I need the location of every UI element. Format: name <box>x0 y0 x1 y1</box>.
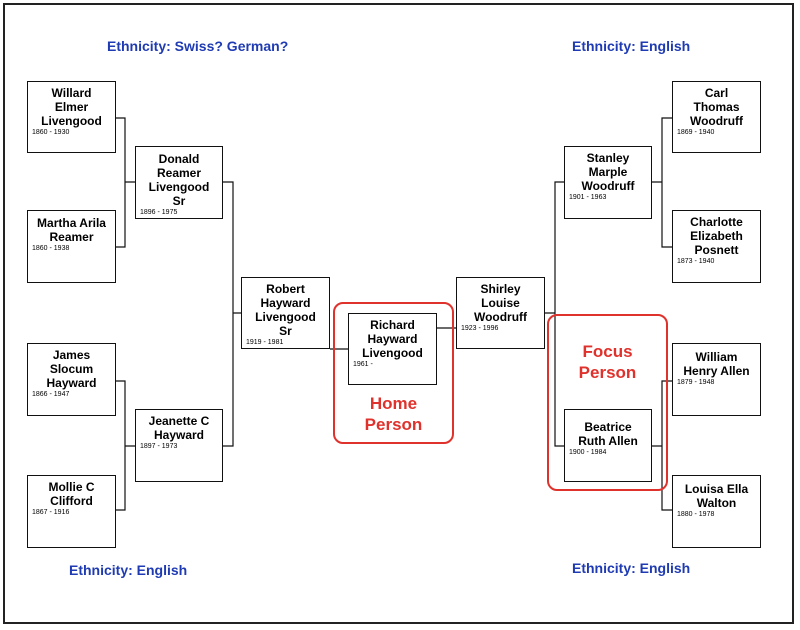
person-card-richard[interactable]: Richard Hayward Livengood 1961 - <box>348 313 437 385</box>
home-person-highlight <box>333 302 454 444</box>
person-name: Beatrice Ruth Allen <box>578 420 638 448</box>
person-dates: 1897 - 1973 <box>140 443 178 450</box>
person-card-stanley[interactable]: Stanley Marple Woodruff 1901 - 1963 <box>564 146 652 219</box>
focus-person-label: Focus Person <box>578 342 637 382</box>
person-dates: 1869 - 1940 <box>677 129 715 136</box>
person-name: Louisa Ella Walton <box>684 482 749 510</box>
ethnicity-bottom-right: Ethnicity: English <box>572 560 691 576</box>
chart-frame <box>3 3 794 624</box>
person-dates: 1923 - 1996 <box>461 325 499 332</box>
person-card-donald[interactable]: Donald Reamer Livengood Sr 1896 - 1975 <box>135 146 223 219</box>
person-dates: 1896 - 1975 <box>140 209 178 216</box>
person-card-james[interactable]: James Slocum Hayward 1866 - 1947 <box>27 343 116 416</box>
person-name: Jeanette C Hayward <box>148 414 210 442</box>
person-dates: 1860 - 1930 <box>32 129 70 136</box>
person-dates: 1901 - 1963 <box>569 194 607 201</box>
person-name: Stanley Marple Woodruff <box>581 151 635 193</box>
person-name: Carl Thomas Woodruff <box>689 86 744 128</box>
person-card-william[interactable]: William Henry Allen 1879 - 1948 <box>672 343 761 416</box>
person-dates: 1961 - <box>353 361 373 368</box>
person-name: Mollie C Clifford <box>48 480 95 508</box>
person-card-charlotte[interactable]: Charlotte Elizabeth Posnett 1873 - 1940 <box>672 210 761 283</box>
ethnicity-bottom-left: Ethnicity: English <box>69 562 188 578</box>
person-dates: 1860 - 1938 <box>32 245 70 252</box>
person-dates: 1919 - 1981 <box>246 339 284 346</box>
person-name: Willard Elmer Livengood <box>41 86 102 128</box>
person-dates: 1866 - 1947 <box>32 391 70 398</box>
person-card-carl[interactable]: Carl Thomas Woodruff 1869 - 1940 <box>672 81 761 153</box>
connector-willard-martha <box>116 117 135 248</box>
person-dates: 1880 - 1978 <box>677 511 715 518</box>
person-name: Robert Hayward Livengood Sr <box>255 282 316 338</box>
person-name: William Henry Allen <box>683 350 750 378</box>
home-person-label: Home Person <box>364 394 423 434</box>
person-dates: 1873 - 1940 <box>677 258 715 265</box>
person-dates: 1900 - 1984 <box>569 449 607 456</box>
person-name: Richard Hayward Livengood <box>362 318 423 360</box>
person-card-shirley[interactable]: Shirley Louise Woodruff 1923 - 1996 <box>456 277 545 349</box>
connector-donald-jeanette <box>223 181 241 447</box>
connector-james-mollie <box>116 380 135 511</box>
person-card-louisa[interactable]: Louisa Ella Walton 1880 - 1978 <box>672 475 761 548</box>
ethnicity-top-right: Ethnicity: English <box>572 38 691 54</box>
person-name: Charlotte Elizabeth Posnett <box>690 215 743 257</box>
person-card-martha[interactable]: Martha Arila Reamer 1860 - 1938 <box>27 210 116 283</box>
ethnicity-top-left: Ethnicity: Swiss? German? <box>107 38 289 54</box>
focus-person-highlight <box>547 314 668 491</box>
person-dates: 1867 - 1916 <box>32 509 70 516</box>
person-card-jeanette[interactable]: Jeanette C Hayward 1897 - 1973 <box>135 409 223 482</box>
person-card-beatrice[interactable]: Beatrice Ruth Allen 1900 - 1984 <box>564 409 652 482</box>
person-name: James Slocum Hayward <box>46 348 97 390</box>
person-name: Shirley Louise Woodruff <box>473 282 528 324</box>
connector-carl-charlotte <box>652 117 672 248</box>
person-card-willard[interactable]: Willard Elmer Livengood 1860 - 1930 <box>27 81 116 153</box>
person-name: Martha Arila Reamer <box>37 216 106 244</box>
person-name: Donald Reamer Livengood Sr <box>148 152 210 208</box>
person-dates: 1879 - 1948 <box>677 379 715 386</box>
person-card-mollie[interactable]: Mollie C Clifford 1867 - 1916 <box>27 475 116 548</box>
person-card-robert[interactable]: Robert Hayward Livengood Sr 1919 - 1981 <box>241 277 330 349</box>
